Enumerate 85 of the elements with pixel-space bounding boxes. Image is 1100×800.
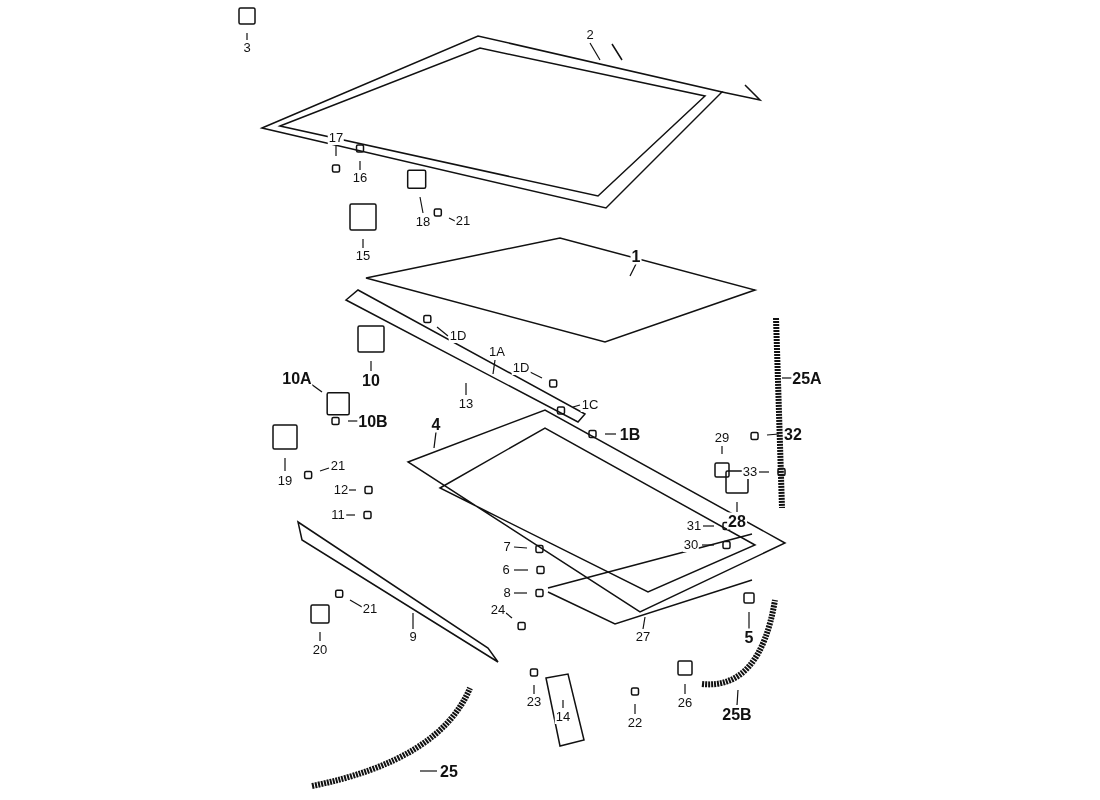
callout-number: 12 [332,483,350,497]
callout-number: 1D [448,329,468,343]
leader-line [781,377,793,379]
callout-number: 27 [634,630,652,644]
callout-number: 1C [580,398,600,412]
leader-line [642,616,646,630]
leader-line [246,32,248,41]
callout-number: 25A [791,369,823,387]
callout-number: 31 [685,519,703,533]
leader-line [349,599,363,608]
callout-number: 7 [502,540,512,554]
callout-number: 30 [682,538,700,552]
callout-number: 24 [489,603,507,617]
callout-number: 25B [721,705,753,723]
callout-number: 11 [330,508,346,522]
callout-number: 26 [676,696,694,710]
callout-number: 28 [727,512,747,530]
leader-line [436,326,449,337]
leader-line [319,631,321,642]
callout-number: 6 [501,563,511,577]
callout-number: 8 [502,586,512,600]
leader-line [684,683,686,695]
leader-line [370,360,372,372]
leader-line [492,359,496,375]
leader-line [284,457,286,472]
leader-line [766,433,780,436]
callout-number: 1D [511,361,531,375]
callout-number: 32 [783,425,803,443]
callout-number: 13 [457,397,475,411]
leader-line [748,611,750,630]
callout-number: 16 [351,171,369,185]
leader-line [419,770,438,772]
leader-line [701,544,715,546]
leader-line [513,546,528,549]
leader-line [433,431,437,449]
callout-number: 1 [630,247,642,265]
callout-number: 17 [327,131,345,145]
leader-line [513,569,529,571]
callout-number: 10A [281,369,313,387]
callout-number: 9 [408,630,418,644]
leader-line [589,42,601,61]
leader-line [345,514,356,516]
leader-line [572,404,581,408]
callout-number: 5 [743,628,755,646]
leader-line [419,196,424,214]
callout-number: 2 [585,28,595,42]
leader-line [513,592,528,594]
callout-number: 20 [311,643,329,657]
callout-number: 1A [488,345,506,359]
callout-number: 14 [554,710,572,724]
leader-line [362,238,364,249]
callout-number: 19 [276,474,294,488]
callout-number: 10B [357,412,389,430]
callout-number: 1B [618,425,642,443]
leader-line [562,699,564,709]
leader-line [412,612,414,630]
callout-number: 29 [713,431,731,445]
leader-line [634,703,636,715]
leader-line [736,501,738,513]
callout-number: 10 [361,371,381,389]
leader-line [721,445,723,455]
leader-line [758,471,770,473]
callout-number: 25 [439,762,459,780]
callout-number: 15 [354,249,372,263]
leader-line [604,433,617,435]
callout-number: 21 [329,459,347,473]
leader-line [736,689,739,706]
callout-number: 23 [525,695,543,709]
leader-line [347,420,359,422]
callout-number: 22 [626,716,644,730]
leader-line [505,612,513,619]
callout-number: 3 [242,41,252,55]
leader-line [335,145,337,157]
leader-line [702,525,715,527]
leader-line [533,684,535,695]
callout-number: 21 [454,214,472,228]
leader-line [319,467,330,472]
leader-line [448,217,456,222]
callout-number: 4 [430,415,442,433]
callout-number: 33 [741,465,759,479]
callout-number: 18 [414,215,432,229]
leader-line [359,160,361,171]
leader-line [348,489,357,491]
callout-number: 21 [361,602,379,616]
leader-line [465,382,467,396]
